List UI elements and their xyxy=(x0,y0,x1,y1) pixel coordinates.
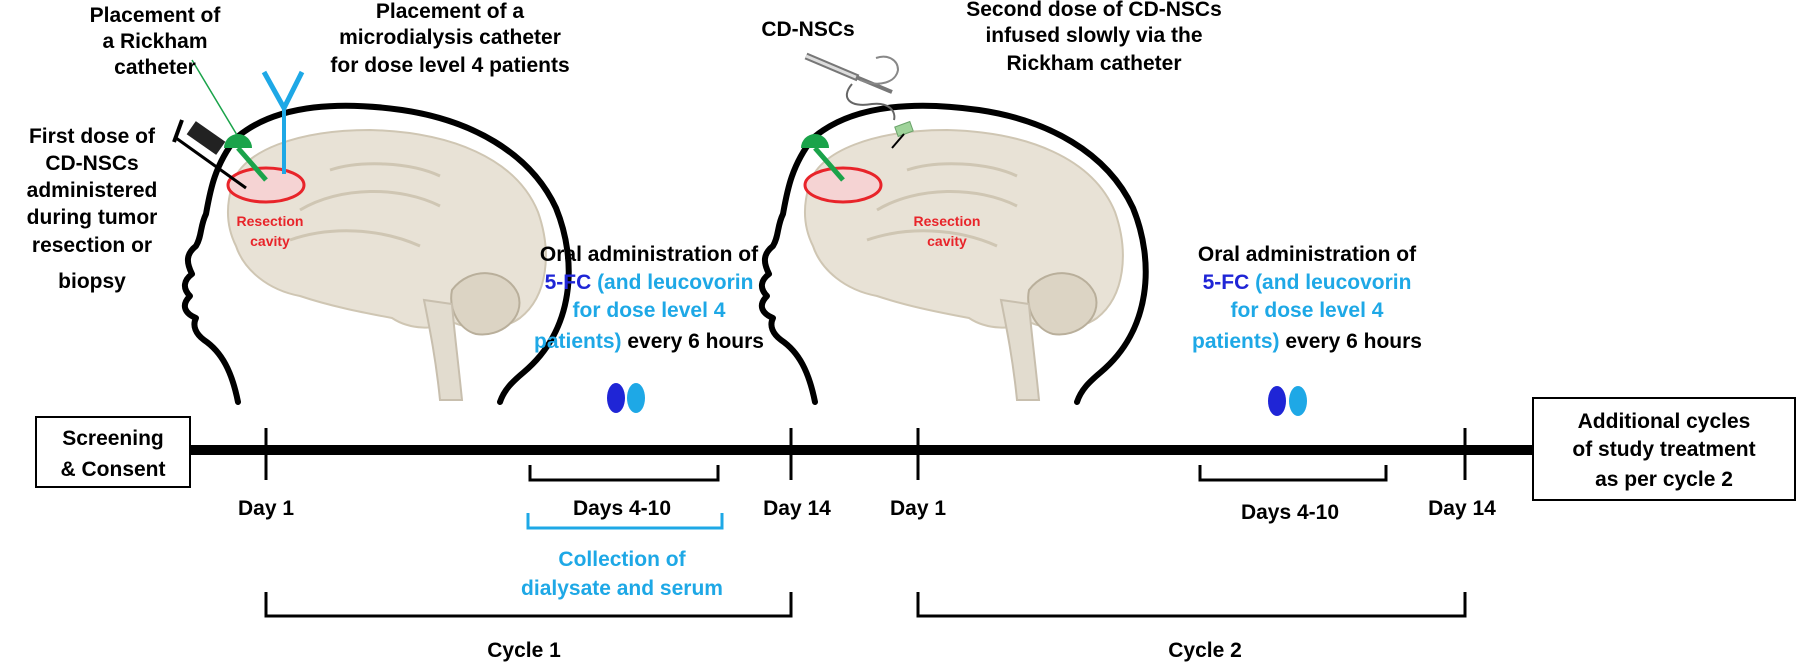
collection-label-2: dialysate and serum xyxy=(521,577,723,600)
microdialysis-label-2: microdialysis catheter xyxy=(339,26,561,49)
right-resection-label-2: cavity xyxy=(927,233,967,249)
right-brainstem xyxy=(999,298,1041,401)
second-dose-label-1: Second dose of CD-NSCs xyxy=(966,0,1222,21)
rickham-label-3: catheter xyxy=(114,56,196,79)
c1-day1-label: Day 1 xyxy=(238,497,294,520)
first-dose-label-1: First dose of xyxy=(29,125,156,148)
rickham-tube xyxy=(236,146,268,182)
collection-label-1: Collection of xyxy=(558,548,686,571)
right-oral-patients: patients) xyxy=(1192,330,1280,353)
additional-label-1: Additional cycles xyxy=(1578,410,1751,433)
left-oral-line-2: 5-FC (and leucovorin xyxy=(545,271,754,294)
left-oral-5fc: 5-FC xyxy=(545,271,592,294)
left-cerebellum xyxy=(450,272,521,336)
right-oral-line-1: Oral administration of xyxy=(1198,243,1417,266)
right-resection-cavity-ellipse xyxy=(803,166,883,204)
right-oral-leucovorin: (and leucovorin xyxy=(1249,271,1411,294)
right-head xyxy=(758,102,1149,405)
right-rickham-tube xyxy=(813,146,845,182)
rickham-label-2: a Rickham xyxy=(102,30,207,53)
right-rickham-catheter-icon xyxy=(801,134,829,148)
first-dose-label-3: administered xyxy=(27,179,158,202)
c2-day1-label: Day 1 xyxy=(890,497,946,520)
left-oral-leucovorin: (and leucovorin xyxy=(591,271,753,294)
c2-days-label: Days 4-10 xyxy=(1241,501,1339,524)
first-dose-label-5: resection or xyxy=(32,234,152,257)
second-dose-label-3: Rickham catheter xyxy=(1006,52,1181,75)
right-oral-line-2: 5-FC (and leucovorin xyxy=(1203,271,1412,294)
microdialysis-catheter-icon xyxy=(261,70,305,111)
bracket-collection xyxy=(526,513,724,530)
right-oral-line-3: for dose level 4 xyxy=(1231,299,1384,322)
additional-label-3: as per cycle 2 xyxy=(1595,468,1733,491)
c1-days-label: Days 4-10 xyxy=(573,497,671,520)
screening-label-2: & Consent xyxy=(61,458,166,481)
left-brainstem xyxy=(422,298,464,401)
second-dose-label-2: infused slowly via the xyxy=(985,24,1202,47)
bracket-cycle2 xyxy=(916,592,1467,618)
syringe-icon xyxy=(172,119,247,190)
first-dose-label-4: during tumor xyxy=(27,206,158,229)
right-resection-label-1: Resection xyxy=(914,213,981,229)
right-oral-5fc: 5-FC xyxy=(1203,271,1250,294)
first-dose-label-6: biopsy xyxy=(58,270,126,293)
right-head-outline xyxy=(758,102,1149,405)
left-resection-cavity-ellipse xyxy=(226,166,306,204)
right-brain-fold xyxy=(866,162,1018,248)
rickham-label-1: Placement of xyxy=(90,4,222,27)
additional-cycles-box xyxy=(1532,397,1796,501)
rickham-pointer-line xyxy=(191,59,241,141)
pills-icon-2 xyxy=(1268,386,1307,416)
bracket-c1-days xyxy=(528,465,720,482)
microdialysis-label-1: Placement of a xyxy=(376,0,525,23)
left-oral-line-3: for dose level 4 xyxy=(573,299,726,322)
screening-box xyxy=(35,416,191,488)
left-brain-fold xyxy=(289,162,441,248)
rickham-catheter-icon xyxy=(224,134,252,148)
left-oral-line-4: patients) every 6 hours xyxy=(534,330,764,353)
c1-day14-label: Day 14 xyxy=(763,497,831,520)
bracket-cycle1 xyxy=(264,592,793,618)
first-dose-label-2: CD-NSCs xyxy=(45,152,138,175)
right-oral-every: every 6 hours xyxy=(1280,330,1422,353)
left-head-outline xyxy=(181,102,572,405)
infusion-line-icon xyxy=(804,52,914,149)
right-cerebellum xyxy=(1027,272,1098,336)
cycle1-label: Cycle 1 xyxy=(487,639,561,662)
left-resection-label-1: Resection xyxy=(237,213,304,229)
cd-nscs-label: CD-NSCs xyxy=(761,18,854,41)
pills-icon xyxy=(607,383,645,413)
left-oral-every: every 6 hours xyxy=(622,330,764,353)
additional-label-2: of study treatment xyxy=(1572,438,1755,461)
cycle2-label: Cycle 2 xyxy=(1168,639,1242,662)
microdialysis-label-3: for dose level 4 patients xyxy=(330,54,569,77)
left-oral-patients: patients) xyxy=(534,330,622,353)
screening-label-1: Screening xyxy=(62,427,164,450)
bracket-c2-days xyxy=(1198,465,1388,482)
c2-day14-label: Day 14 xyxy=(1428,497,1496,520)
left-resection-label-2: cavity xyxy=(250,233,290,249)
right-oral-line-4: patients) every 6 hours xyxy=(1192,330,1422,353)
left-head xyxy=(172,59,572,405)
left-oral-line-1: Oral administration of xyxy=(540,243,759,266)
